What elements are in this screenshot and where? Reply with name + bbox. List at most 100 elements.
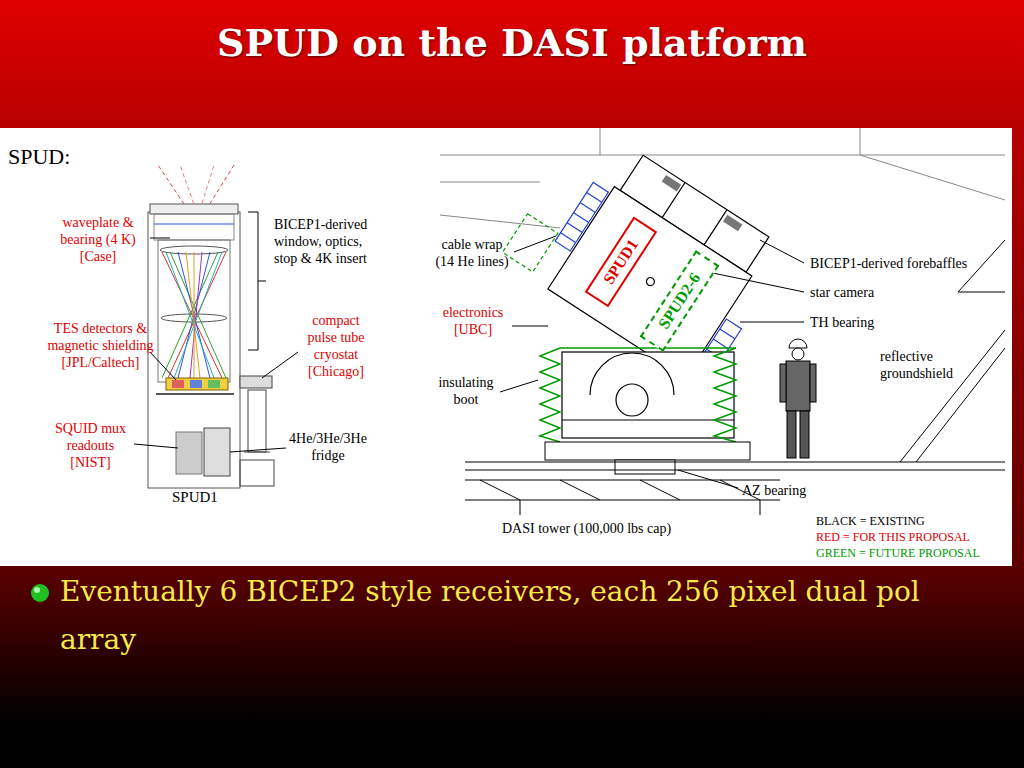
az-bearing-base: [480, 480, 520, 500]
receiver-box: SPUD1: [585, 217, 657, 308]
bracket: [248, 212, 266, 350]
insulating-boot: [540, 348, 560, 442]
bracket: [248, 212, 258, 350]
mount-fork: [562, 419, 734, 420]
cryostat-drawing: [150, 204, 238, 214]
building-lines: [600, 128, 601, 155]
cryostat-drawing: [178, 252, 210, 378]
person-figure: [810, 364, 816, 402]
part-label: TH bearing: [810, 314, 874, 331]
cryostat-drawing: [244, 452, 270, 453]
person-figure: [780, 339, 816, 458]
cryostat-drawing: [204, 428, 230, 476]
slide-title: SPUD on the DASI platform: [0, 18, 1024, 68]
receiver-drum: [580, 203, 595, 213]
cryostat-drawing: [162, 252, 218, 378]
az-bearing-base: [465, 462, 1005, 463]
cryostat-drawing: [156, 393, 234, 395]
person-figure: [789, 339, 807, 348]
legend-text: RED = FOR THIS PROPOSAL: [816, 530, 970, 544]
leader-line: [150, 238, 170, 239]
label-text: TH bearing: [810, 315, 874, 330]
mount-fork: [562, 352, 734, 438]
receiver-drum: [662, 175, 681, 192]
part-label: insulating boot: [434, 374, 498, 408]
mount-fork: [562, 352, 734, 438]
bullet-dot: [31, 584, 49, 602]
legend-entry: GREEN = FUTURE PROPOSAL: [816, 545, 980, 561]
receiver-drum: [555, 182, 608, 251]
label-text: SPUD1: [172, 489, 218, 505]
cryostat-drawing: [248, 390, 266, 452]
person-figure: [787, 411, 796, 458]
cryostat-drawing: [200, 165, 214, 210]
leader-line: [500, 380, 538, 392]
cryostat-drawing: [176, 432, 202, 474]
label-text: insulating boot: [438, 375, 493, 407]
label-text: reflective groundshield: [880, 349, 953, 381]
cryostat-drawing: [154, 224, 234, 225]
az-bearing-base: [465, 480, 780, 481]
leader-line: [134, 238, 298, 452]
label-text: Eventually 6 BICEP2 style receivers, eac…: [60, 575, 920, 656]
receiver-drum: [503, 214, 558, 272]
cryostat-drawing: [158, 165, 188, 210]
panel-heading: SPUD:: [8, 144, 70, 170]
part-label: star camera: [810, 284, 874, 301]
cryostat-drawing: [168, 252, 226, 378]
insulating-boot: [560, 347, 736, 349]
leader-line: [134, 444, 178, 448]
az-bearing-base: [465, 500, 780, 501]
cryostat-drawing: [162, 252, 222, 378]
person-figure: [786, 361, 810, 411]
part-label: cable wrap (14 He lines): [432, 236, 512, 270]
az-bearing-base: [560, 480, 600, 500]
bullet-dot: [31, 584, 49, 602]
leader-line: [500, 236, 804, 488]
legend-color-sample: RED = FOR THIS PROPOSAL: [816, 530, 970, 544]
bullet-dot: [34, 587, 40, 593]
leader-line: [708, 272, 804, 292]
receiver-drum: [548, 187, 752, 379]
part-label: DASI tower (100,000 lbs cap): [502, 520, 671, 537]
cryostat-drawing: [190, 252, 202, 378]
part-label: waveplate & bearing (4 K) [Case]: [48, 214, 148, 265]
figure-caption: SPUD1: [172, 488, 218, 506]
receiver-drum: [567, 223, 582, 233]
leader-line: [740, 322, 804, 323]
person-figure: [792, 348, 804, 360]
part-label: reflective groundshield: [880, 348, 962, 382]
legend-text: BLACK = EXISTING: [816, 514, 925, 528]
legend-color-sample: GREEN = FUTURE PROPOSAL: [816, 546, 980, 560]
part-label: AZ bearing: [742, 482, 806, 499]
leader-line: [150, 352, 176, 380]
az-bearing-base: [760, 500, 761, 515]
label-text: AZ bearing: [742, 483, 806, 498]
cryostat-drawing: [180, 165, 196, 210]
receiver-name: SPUD1: [600, 236, 641, 287]
label-text: SQUID mux readouts [NIST]: [55, 421, 126, 470]
part-label: electronics [UBC]: [434, 304, 512, 338]
label-text: BICEP1-derived forebaffles: [810, 256, 967, 271]
insulating-boot: [714, 348, 736, 442]
cryostat-drawing: [178, 252, 210, 378]
receiver-drum: [587, 193, 602, 203]
label-text: BICEP1-derived window, optics, stop & 4K…: [274, 217, 367, 266]
receiver-drum: [720, 329, 735, 339]
receiver-drum: [645, 276, 656, 287]
az-bearing-base: [465, 470, 1005, 471]
part-label: 4He/3He/3He fridge: [284, 430, 372, 464]
groundshield: [958, 292, 1005, 293]
legend: BLACK = EXISTING RED = FOR THIS PROPOSAL G…: [816, 513, 980, 561]
cryostat-drawing: [240, 460, 274, 486]
legend-color-sample: BLACK = EXISTING: [816, 514, 925, 528]
az-bearing-base: [465, 442, 1005, 515]
cryostat-drawing: [194, 252, 195, 378]
part-label: BICEP1-derived window, optics, stop & 4K…: [274, 216, 378, 267]
receiver-box: SPUD2-6: [640, 250, 720, 352]
leader-line: [760, 240, 804, 263]
receiver-drum: [574, 213, 589, 223]
receiver-drum: [561, 233, 576, 243]
az-bearing-base: [520, 500, 521, 515]
